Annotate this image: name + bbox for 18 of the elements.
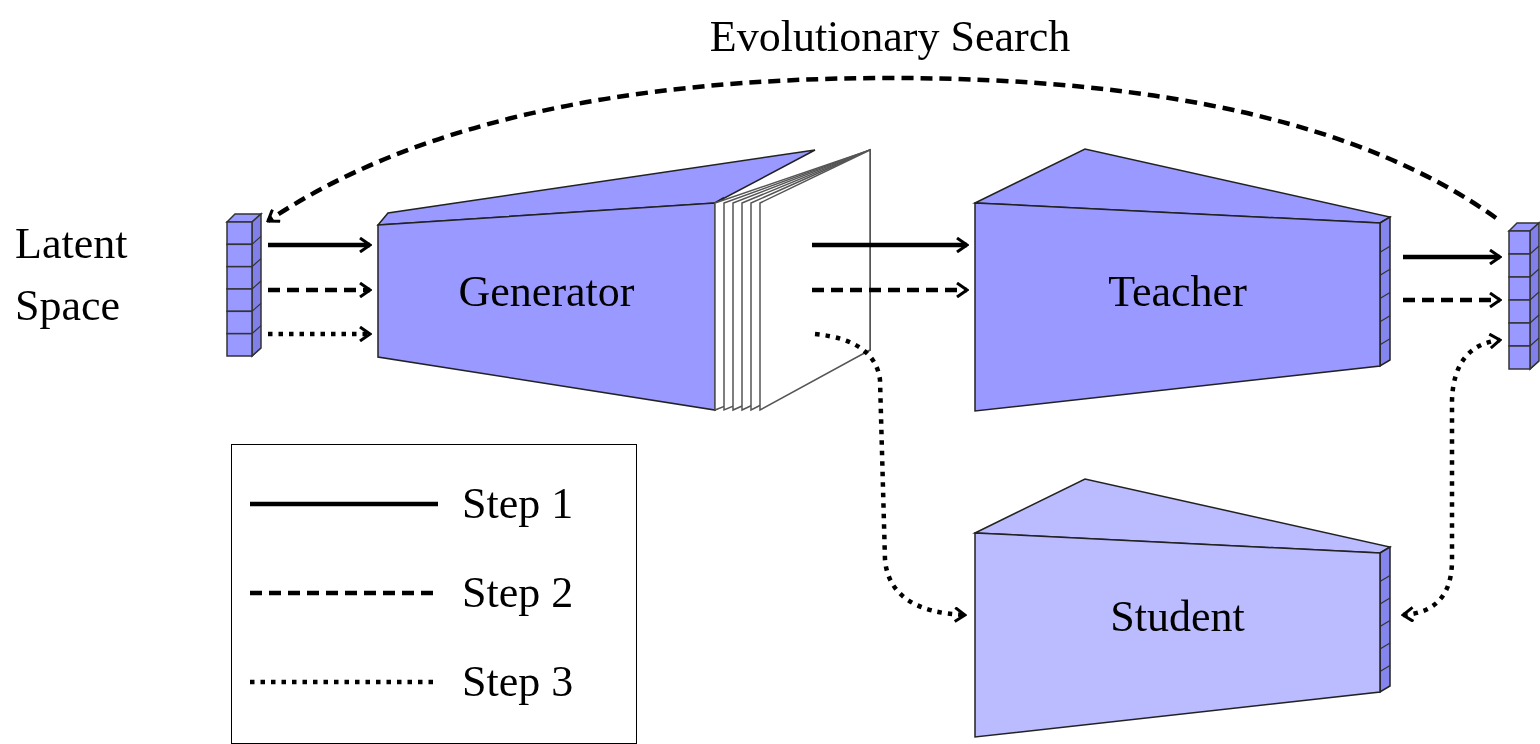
arrow (268, 281, 372, 299)
arrow (814, 331, 967, 623)
legend-label: Step 3 (462, 657, 574, 707)
arrow (1403, 248, 1502, 266)
node-label: Student (1109, 592, 1246, 642)
legend-label: Step 2 (462, 568, 574, 618)
arrow (1403, 291, 1502, 309)
arrow (812, 236, 969, 254)
legend-label: Step 1 (462, 479, 574, 529)
node-label: Generator (457, 267, 636, 317)
arrow (1401, 333, 1502, 623)
node-label: Teacher (1107, 267, 1248, 317)
arrow (812, 281, 969, 299)
edge-label: Evolutionary Search (709, 12, 1071, 62)
arrow (268, 236, 372, 254)
arrow (268, 325, 372, 343)
arrow (266, 75, 1498, 224)
side-label: Latent Space (15, 218, 129, 332)
